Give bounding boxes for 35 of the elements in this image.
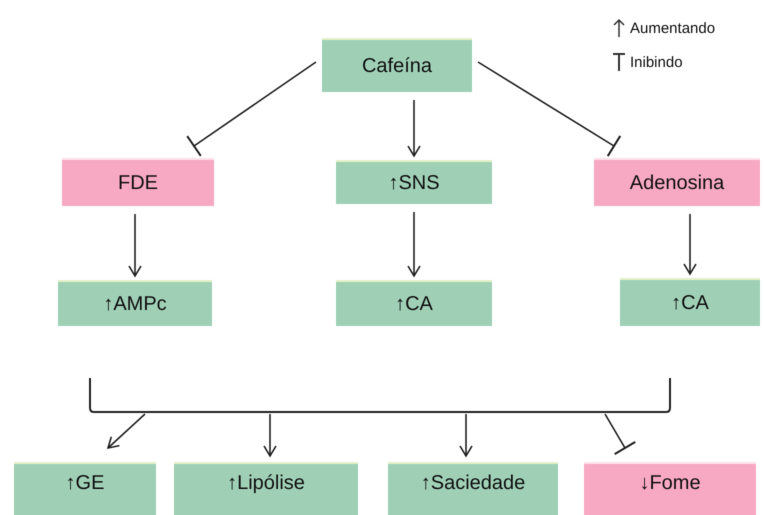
arrow <box>683 214 697 275</box>
process-box <box>14 462 156 515</box>
process-box <box>174 462 358 515</box>
inhibited-box <box>62 158 214 206</box>
node-label: ↑CA <box>671 292 709 314</box>
inhibition-line <box>478 61 622 158</box>
arrow <box>459 414 473 457</box>
node-label: ↑CA <box>395 292 433 316</box>
arrow <box>407 100 421 157</box>
node-label: ↑AMPc <box>103 292 167 316</box>
legend-label: Aumentando <box>630 20 716 36</box>
node-label: ↓Fome <box>639 472 701 495</box>
node-label: ↑Lipólise <box>227 472 305 495</box>
process-box <box>336 280 492 326</box>
inhibited-box <box>594 158 760 206</box>
node-label: FDE <box>118 172 158 194</box>
inhibition-line <box>604 414 636 456</box>
bracket-line <box>89 378 671 413</box>
legend-label: Inibindo <box>630 54 683 70</box>
arrow <box>407 212 421 277</box>
process-box <box>58 280 212 326</box>
process-box <box>322 38 472 92</box>
node-label: Adenosina <box>630 172 724 194</box>
arrow <box>263 414 277 457</box>
arrow <box>107 413 146 449</box>
process-box <box>336 160 492 204</box>
inhibited-box <box>584 462 756 515</box>
process-box <box>620 278 760 326</box>
arrow <box>128 214 142 277</box>
process-box <box>388 462 558 515</box>
node-label: ↑GE <box>66 472 104 495</box>
node-label: ↑SNS <box>388 172 440 194</box>
node-label: Cafeína <box>362 54 432 78</box>
node-label: ↑Saciedade <box>420 472 526 495</box>
inhibition-line <box>186 61 316 157</box>
